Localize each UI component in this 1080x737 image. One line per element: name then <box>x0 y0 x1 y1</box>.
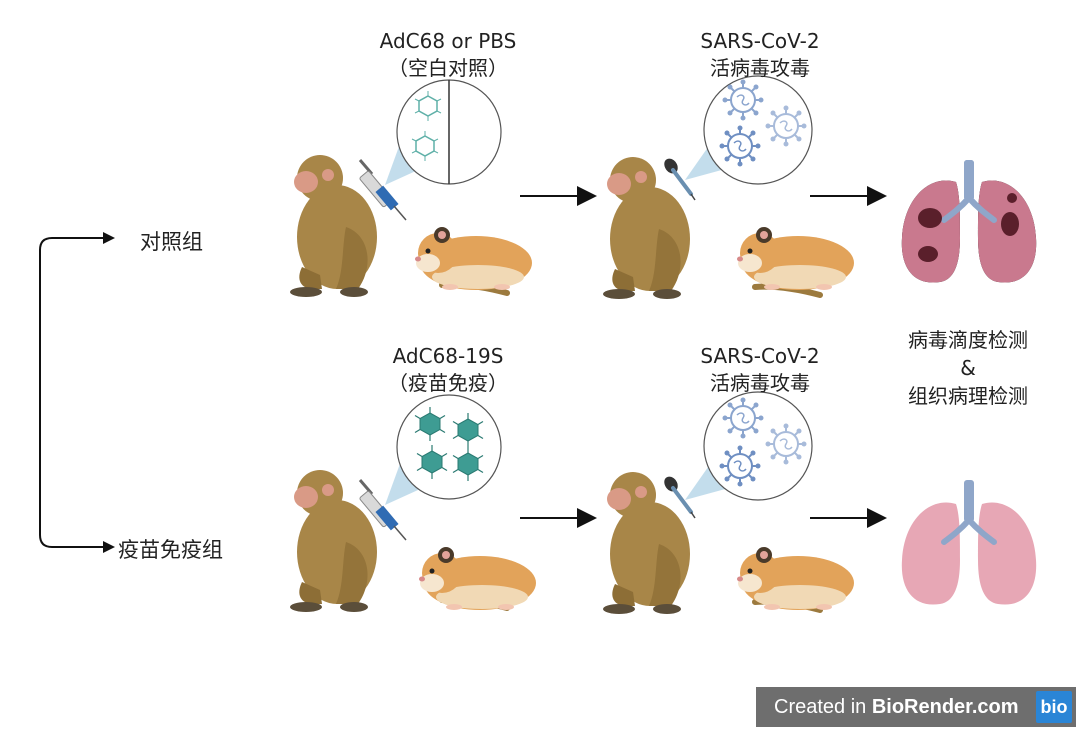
biorender-credit: Created in BioRender.com <box>756 696 1019 719</box>
vaccine-challenge-label: SARS-CoV-2 活病毒攻毒 <box>680 343 840 397</box>
hamster-icon <box>419 547 536 610</box>
healthy-lungs-icon <box>901 480 1037 605</box>
virus-icon <box>721 78 765 122</box>
bracket-arrowhead-bottom <box>103 541 115 553</box>
control-injection-line1: AdC68 or PBS <box>379 29 517 53</box>
virus-icon <box>764 104 808 148</box>
control-challenge-line1: SARS-CoV-2 <box>700 29 820 53</box>
credit-prefix: Created in <box>774 695 872 718</box>
vaccine-challenge-bubble <box>703 391 813 501</box>
control-challenge-bubble <box>703 75 813 185</box>
vaccine-group-label: 疫苗免疫组 <box>118 538 223 562</box>
hamster-icon <box>737 227 854 290</box>
control-group-label: 对照组 <box>140 230 203 254</box>
control-challenge-line2: 活病毒攻毒 <box>710 56 810 80</box>
biorender-logo-icon: bio <box>1036 691 1072 723</box>
control-challenge-label: SARS-CoV-2 活病毒攻毒 <box>680 28 840 82</box>
vaccine-challenge-line2: 活病毒攻毒 <box>710 371 810 395</box>
outcome-label: 病毒滴度检测 & 组织病理检测 <box>888 326 1048 410</box>
control-injection-line2: （空白对照） <box>388 56 508 80</box>
vaccine-challenge-line1: SARS-CoV-2 <box>700 344 820 368</box>
hamster-icon <box>415 227 532 290</box>
outcome-line2: & <box>960 356 976 380</box>
credit-brand: BioRender.com <box>871 695 1019 718</box>
vaccine-injection-line2: （疫苗免疫） <box>388 371 508 395</box>
control-injection-bubble <box>396 79 502 185</box>
outcome-line1: 病毒滴度检测 <box>908 328 1028 352</box>
vaccine-injection-bubble <box>396 394 502 500</box>
vaccine-injection-label: AdC68-19S （疫苗免疫） <box>368 343 528 397</box>
control-injection-label: AdC68 or PBS （空白对照） <box>368 28 528 82</box>
virus-icon <box>718 124 762 168</box>
group-bracket <box>39 237 110 548</box>
virus-icon <box>718 444 762 488</box>
infected-lungs-icon <box>902 160 1036 283</box>
vaccine-injection-line1: AdC68-19S <box>392 344 504 368</box>
outcome-line3: 组织病理检测 <box>908 384 1028 408</box>
bracket-arrowhead-top <box>103 232 115 244</box>
virus-icon <box>764 422 808 466</box>
biorender-badge[interactable]: Created in BioRender.com bio <box>756 687 1076 727</box>
virus-icon <box>721 396 765 440</box>
